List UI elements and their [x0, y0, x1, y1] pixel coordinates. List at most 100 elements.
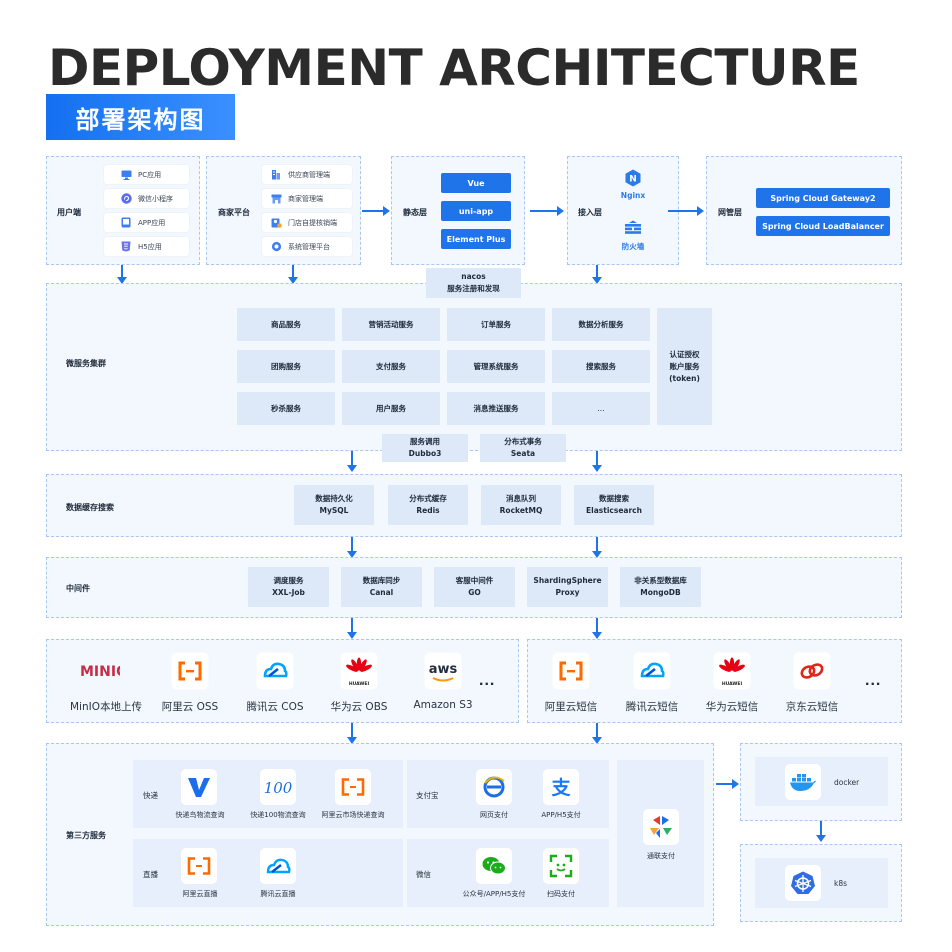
- user-item-app[interactable]: APP应用: [104, 213, 189, 232]
- mw-item-desc: ShardingSphere: [533, 576, 602, 585]
- wechat-label: 微信: [416, 870, 431, 879]
- storage-caption: 华为云 OBS: [330, 701, 388, 713]
- tonglian-caption: 通联支付: [647, 852, 675, 860]
- storage-caption: 腾讯云 COS: [246, 701, 304, 713]
- merchant-item-store[interactable]: 门店自提核销端: [262, 213, 352, 232]
- user-layer-label: 用户端: [57, 208, 81, 217]
- user-item-miniprogram[interactable]: 微信小程序: [104, 189, 189, 208]
- monitor-icon: [120, 169, 132, 181]
- building-icon: [270, 169, 282, 181]
- arrow-ms-down-right: [592, 451, 602, 472]
- mw-item-name: XXL-Job: [272, 588, 305, 597]
- alipay-caption: APP/H5支付: [541, 811, 581, 819]
- arrow-mw-down-left: [347, 618, 357, 639]
- seata-box[interactable]: 分布式事务 Seata: [480, 434, 566, 462]
- nginx-icon: N: [624, 169, 642, 187]
- service-groupbuy[interactable]: 团购服务: [237, 350, 335, 383]
- aliyun-live-icon: [181, 848, 217, 884]
- page-subtitle: 部署架构图: [46, 94, 235, 140]
- service-auth[interactable]: 认证授权 账户服务 (token): [657, 308, 712, 425]
- merchant-item-merchant[interactable]: 商家管理端: [262, 189, 352, 208]
- service-marketing[interactable]: 营销活动服务: [342, 308, 440, 341]
- microservice-label: 微服务集群: [66, 359, 106, 368]
- ie-browser-icon: [476, 769, 512, 805]
- user-item-h5[interactable]: H5应用: [104, 237, 189, 256]
- service-user[interactable]: 用户服务: [342, 392, 440, 425]
- kdniao-icon: [181, 769, 217, 805]
- merchant-item-supplier[interactable]: 供应商管理端: [262, 165, 352, 184]
- express-caption: 快递鸟物流查询: [175, 811, 225, 819]
- service-message-push[interactable]: 消息推送服务: [447, 392, 545, 425]
- mw-go[interactable]: 客服中间件 GO: [434, 567, 515, 607]
- storage-caption: Amazon S3: [413, 699, 473, 711]
- service-analytics[interactable]: 数据分析服务: [552, 308, 650, 341]
- tonglian-icon: [643, 809, 679, 845]
- data-elasticsearch[interactable]: 数据搜索 Elasticsearch: [574, 485, 654, 525]
- data-item-desc: 消息队列: [506, 494, 536, 503]
- service-payment[interactable]: 支付服务: [342, 350, 440, 383]
- merchant-item-admin[interactable]: 系统管理平台: [262, 237, 352, 256]
- user-item-pc[interactable]: PC应用: [104, 165, 189, 184]
- express-caption: 阿里云市场快递查询: [321, 811, 385, 819]
- k8s-box[interactable]: [755, 858, 888, 908]
- user-layer-panel: 用户端 PC应用 微信小程序 APP应用 H5应用: [46, 156, 200, 265]
- gateway-item-springcloud-gateway[interactable]: Spring Cloud Gateway2: [756, 188, 890, 208]
- service-seckill[interactable]: 秒杀服务: [237, 392, 335, 425]
- alipay-icon: 支: [543, 769, 579, 805]
- arrow-access-to-gateway: [668, 206, 704, 216]
- arrow-mw-down-right: [592, 618, 602, 639]
- data-redis[interactable]: 分布式缓存 Redis: [388, 485, 468, 525]
- service-search[interactable]: 搜索服务: [552, 350, 650, 383]
- data-rocketmq[interactable]: 消息队列 RocketMQ: [481, 485, 561, 525]
- merchant-layer-label: 商家平台: [218, 208, 250, 217]
- tencent-live-icon: [260, 848, 296, 884]
- sms-more: ...: [865, 672, 882, 689]
- mw-item-desc: 数据库同步: [362, 576, 401, 585]
- static-item-uniapp[interactable]: uni-app: [441, 201, 511, 221]
- sms-caption: 京东云短信: [785, 701, 839, 713]
- arrow-access-down: [592, 265, 602, 284]
- service-admin[interactable]: 管理系统服务: [447, 350, 545, 383]
- html5-icon: [120, 241, 132, 253]
- arrow-user-down: [117, 265, 127, 284]
- data-item-desc: 分布式缓存: [409, 494, 447, 503]
- storage-caption: MinIO本地上传: [70, 701, 142, 713]
- docker-icon: [785, 764, 821, 800]
- mw-item-desc: 非关系型数据库: [634, 576, 687, 585]
- data-item-name: MySQL: [319, 506, 349, 515]
- auth-line: (token): [669, 373, 700, 383]
- mw-canal[interactable]: 数据库同步 Canal: [341, 567, 422, 607]
- tencent-sms-icon: [633, 652, 671, 690]
- nacos-desc: 服务注册和发现: [447, 284, 500, 293]
- gear-icon: [270, 241, 282, 253]
- arrow-data-down-left: [347, 537, 357, 558]
- data-layer-panel: 数据缓存搜索: [46, 474, 902, 537]
- docker-box[interactable]: [755, 757, 888, 806]
- miniprogram-icon: [120, 193, 132, 205]
- service-order[interactable]: 订单服务: [447, 308, 545, 341]
- mw-xxljob[interactable]: 调度服务 XXL-Job: [248, 567, 329, 607]
- alipay-label: 支付宝: [416, 791, 439, 800]
- data-mysql[interactable]: 数据持久化 MySQL: [294, 485, 374, 525]
- mw-mongodb[interactable]: 非关系型数据库 MongoDB: [620, 567, 701, 607]
- gateway-item-loadbalancer[interactable]: Spring Cloud LoadBalancer: [756, 216, 890, 236]
- minio-logo-text: MINIO: [80, 664, 120, 680]
- dubbo-name: Dubbo3: [408, 449, 442, 458]
- static-item-vue[interactable]: Vue: [441, 173, 511, 193]
- store-icon: [270, 193, 282, 205]
- dubbo-box[interactable]: 服务调用 Dubbo3: [382, 434, 468, 462]
- data-item-desc: 数据搜索: [599, 494, 629, 503]
- live-caption: 腾讯云直播: [260, 890, 296, 898]
- docker-label: docker: [834, 778, 860, 787]
- merchant-item-label: 系统管理平台: [288, 242, 330, 251]
- data-item-name: Redis: [416, 506, 440, 515]
- static-item-elementplus[interactable]: Element Plus: [441, 229, 511, 249]
- nacos-box[interactable]: nacos 服务注册和发现: [426, 268, 521, 298]
- service-goods[interactable]: 商品服务: [237, 308, 335, 341]
- mw-shardingsphere[interactable]: ShardingSphere Proxy: [527, 567, 608, 607]
- data-item-name: Elasticsearch: [586, 506, 642, 515]
- user-item-label: APP应用: [138, 218, 166, 227]
- firewall-label: 防火墙: [621, 242, 645, 251]
- live-caption: 阿里云直播: [182, 890, 218, 898]
- user-item-label: PC应用: [138, 170, 162, 179]
